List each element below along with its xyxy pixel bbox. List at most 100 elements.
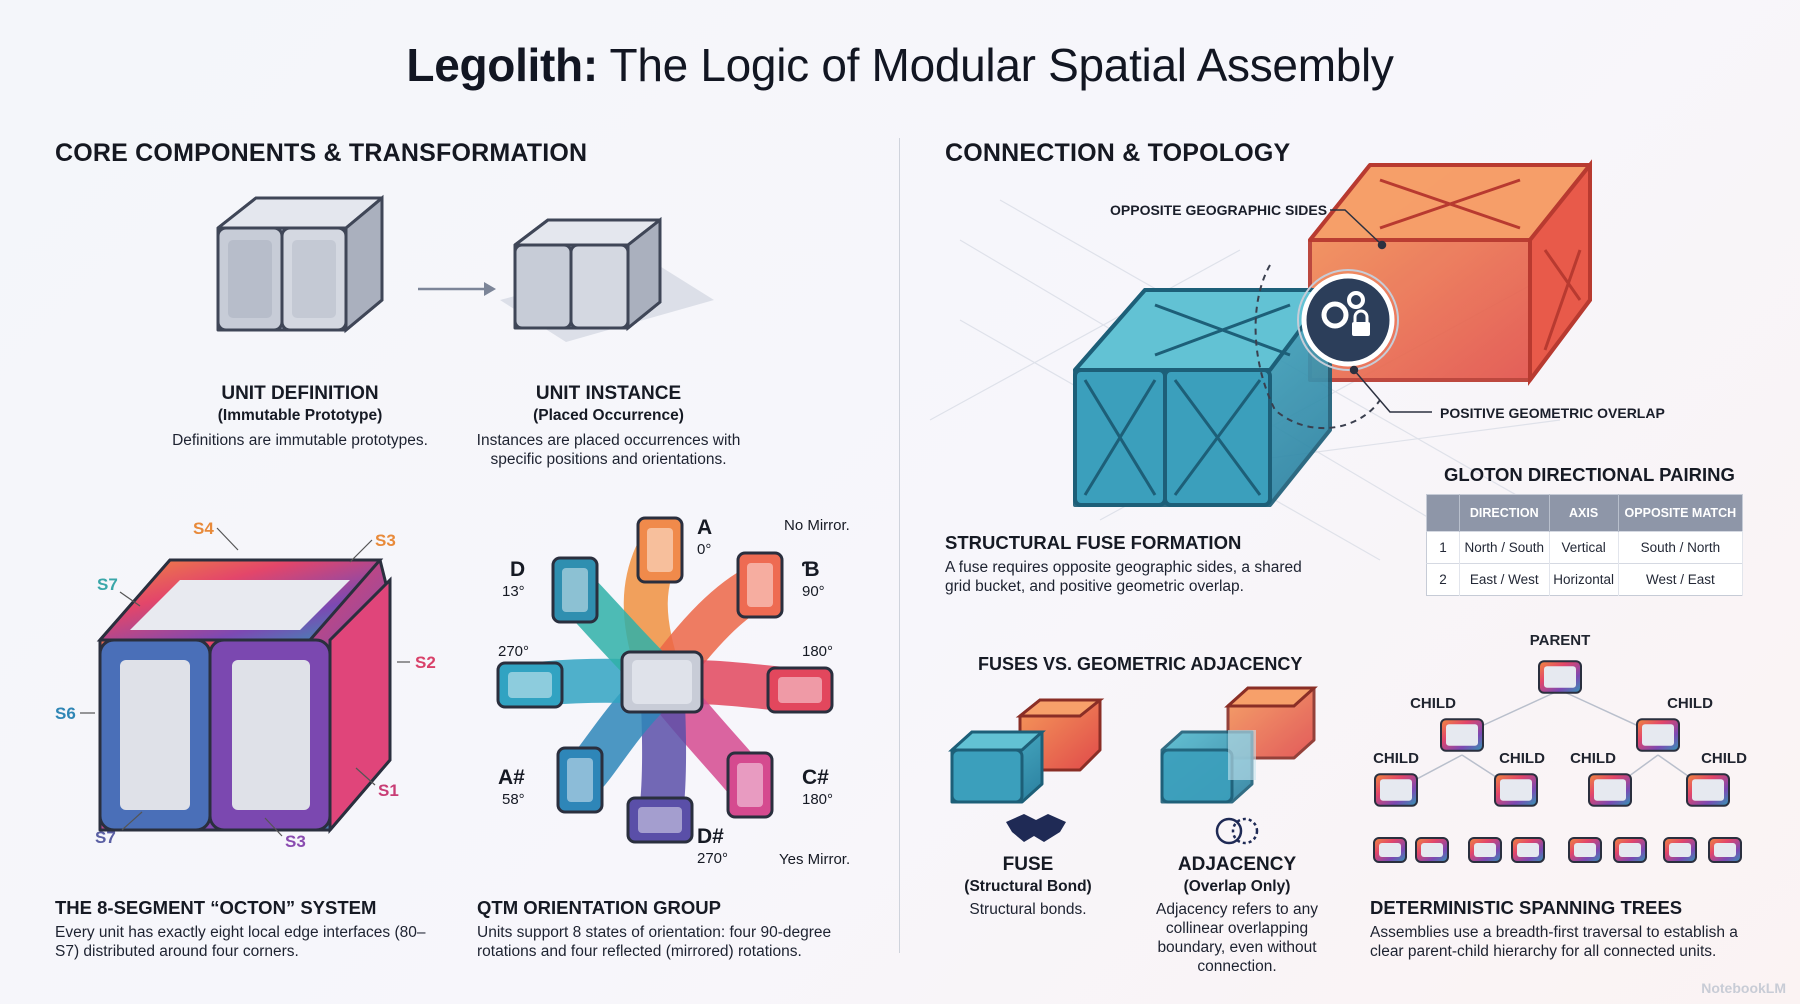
handshake-icon: [1006, 814, 1066, 842]
pairing-header-index: [1426, 494, 1460, 532]
table-cell: Horizontal: [1549, 563, 1619, 596]
qtm-state-d-angle: 13°: [502, 583, 525, 600]
fuse-caption: FUSE (Structural Bond) Structural bonds.: [940, 854, 1116, 919]
tree-child-unit: [1494, 773, 1538, 807]
qtm-state-a-name: A: [697, 516, 712, 539]
section-divider: [899, 138, 900, 953]
qtm-state-ds-name: D#: [697, 825, 724, 848]
unit-instance-title: UNIT INSTANCE: [535, 383, 682, 404]
tree-child-unit: [1588, 773, 1632, 807]
adjacency-title: ADJACENCY: [1177, 854, 1297, 875]
overlap-circles-icon: [1215, 817, 1259, 845]
unit-definition-caption: UNIT DEFINITION (Immutable Prototype) De…: [140, 383, 460, 450]
fuse-teal-unit: [1073, 288, 1332, 507]
qtm-yes-mirror: Yes Mirror.: [779, 851, 850, 868]
pairing-heading: GLOTON DIRECTIONAL PAIRING: [1444, 464, 1735, 485]
fuse-title: FUSE: [1002, 854, 1054, 875]
fuse-small-pair: [948, 698, 1105, 804]
left-section-heading: CORE COMPONENTS & TRANSFORMATION: [55, 139, 588, 167]
tree-child-label: CHILD: [1701, 750, 1747, 767]
tree-child-label: CHILD: [1410, 695, 1456, 712]
gear-icon: [1321, 301, 1349, 329]
unit-instance-caption: UNIT INSTANCE (Placed Occurrence) Instan…: [460, 383, 757, 469]
qtm-caption: QTM ORIENTATION GROUP Units support 8 st…: [477, 897, 867, 961]
octon-labels: S4 S3 S7 S2 S6 S1 S7 S3: [55, 519, 436, 851]
tree-leaf-unit: [1663, 837, 1697, 863]
pairing-header-direction: DIRECTION: [1459, 494, 1550, 532]
unit-definition-desc: Definitions are immutable prototypes.: [172, 432, 428, 449]
unit-definition-subtitle: (Immutable Prototype): [217, 407, 383, 424]
qtm-no-mirror: No Mirror.: [784, 517, 850, 534]
qtm-state-as-angle: 58°: [502, 791, 525, 808]
tree-leaf-unit: [1415, 837, 1449, 863]
table-cell: Vertical: [1549, 531, 1619, 564]
qtm-state-cs-angle: 180°: [802, 791, 833, 808]
adjacency-small-pair: [1160, 686, 1318, 804]
tree-child-label: CHILD: [1667, 695, 1713, 712]
qtm-state-as-name: A#: [498, 766, 525, 789]
tree-leaf-unit: [1468, 837, 1502, 863]
qtm-state-180-angle: 180°: [802, 643, 833, 660]
lock-icon: [1352, 322, 1370, 336]
overlap-label: POSITIVE GEOMETRIC OVERLAP: [1440, 405, 1665, 421]
fuse-subtitle: (Structural Bond): [964, 878, 1092, 895]
unit-instance-subtitle: (Placed Occurrence): [533, 407, 684, 424]
adjacency-caption: ADJACENCY (Overlap Only) Adjacency refer…: [1137, 854, 1337, 976]
octon-label-s2: S2: [415, 653, 436, 672]
qtm-desc: Units support 8 states of orientation: f…: [477, 924, 832, 960]
table-cell: South / North: [1618, 531, 1744, 564]
adjacency-desc: Adjacency refers to any collinear overla…: [1156, 901, 1318, 975]
table-cell: West / East: [1618, 563, 1744, 596]
qtm-unit-r180: [766, 666, 834, 714]
qtm-unit-as: [556, 746, 604, 814]
octon-title: THE 8-SEGMENT “OCTON” SYSTEM: [55, 897, 377, 918]
tree-child-label: CHILD: [1373, 750, 1419, 767]
qtm-state-a-angle: 0°: [697, 541, 711, 558]
table-cell: 2: [1426, 563, 1460, 596]
table-row: 1 North / South Vertical South / North: [1426, 531, 1744, 564]
pairing-header-match: OPPOSITE MATCH: [1618, 494, 1743, 532]
qtm-labels: A 0° Ɓ 90° 180° C# 180° D# 270° A# 58° 2…: [498, 516, 850, 868]
tree-leaf-unit: [1613, 837, 1647, 863]
spanning-tree-caption: DETERMINISTIC SPANNING TREES Assemblies …: [1370, 897, 1770, 961]
fuse-formation-desc: A fuse requires opposite geographic side…: [945, 559, 1302, 595]
octon-box: [96, 558, 392, 835]
right-section-heading: CONNECTION & TOPOLOGY: [945, 139, 1291, 167]
octon-label-s7-bottom: S7: [95, 828, 116, 847]
adjacency-subtitle: (Overlap Only): [1183, 878, 1291, 895]
transform-arrow: [418, 282, 496, 296]
table-row: 2 East / West Horizontal West / East: [1426, 563, 1744, 596]
octon-caption: THE 8-SEGMENT “OCTON” SYSTEM Every unit …: [55, 897, 435, 961]
octon-label-s1: S1: [378, 781, 399, 800]
pairing-header-row: DIRECTION AXIS OPPOSITE MATCH: [1426, 494, 1743, 532]
tree-child-unit: [1686, 773, 1730, 807]
tree-child-unit: [1440, 718, 1484, 752]
fuse-overlap-zone: [1254, 264, 1399, 430]
qtm-unit-a: [636, 516, 684, 584]
tree-parent-unit: [1538, 660, 1582, 694]
fuse-formation-title: STRUCTURAL FUSE FORMATION: [945, 532, 1242, 553]
spanning-tree-title: DETERMINISTIC SPANNING TREES: [1370, 897, 1683, 918]
qtm-units: [496, 516, 834, 844]
tree-child-unit: [1374, 773, 1418, 807]
unit-definition-box: [216, 194, 384, 334]
qtm-state-b-name: Ɓ: [802, 558, 820, 581]
qtm-state-b-angle: 90°: [802, 583, 825, 600]
qtm-unit-d: [551, 556, 599, 624]
octon-label-s4: S4: [193, 519, 214, 538]
tree-parent-label: PARENT: [1529, 632, 1591, 649]
watermark: NotebookLM: [1701, 980, 1786, 996]
qtm-state-270-angle: 270°: [498, 643, 529, 660]
spanning-tree-desc: Assemblies use a breadth-first traversal…: [1370, 924, 1738, 960]
tree-units: [1373, 660, 1742, 863]
qtm-unit-ds: [626, 796, 694, 844]
qtm-unit-cs: [726, 751, 774, 819]
fuse-desc: Structural bonds.: [969, 901, 1087, 918]
qtm-unit-r270: [496, 661, 564, 709]
pairing-table: DIRECTION AXIS OPPOSITE MATCH 1 North / …: [1426, 494, 1744, 596]
tree-child-label: CHILD: [1570, 750, 1616, 767]
octon-label-s3-top: S3: [375, 531, 396, 550]
qtm-state-ds-angle: 270°: [697, 850, 728, 867]
page-title: Legolith: The Logic of Modular Spatial A…: [406, 39, 1394, 91]
